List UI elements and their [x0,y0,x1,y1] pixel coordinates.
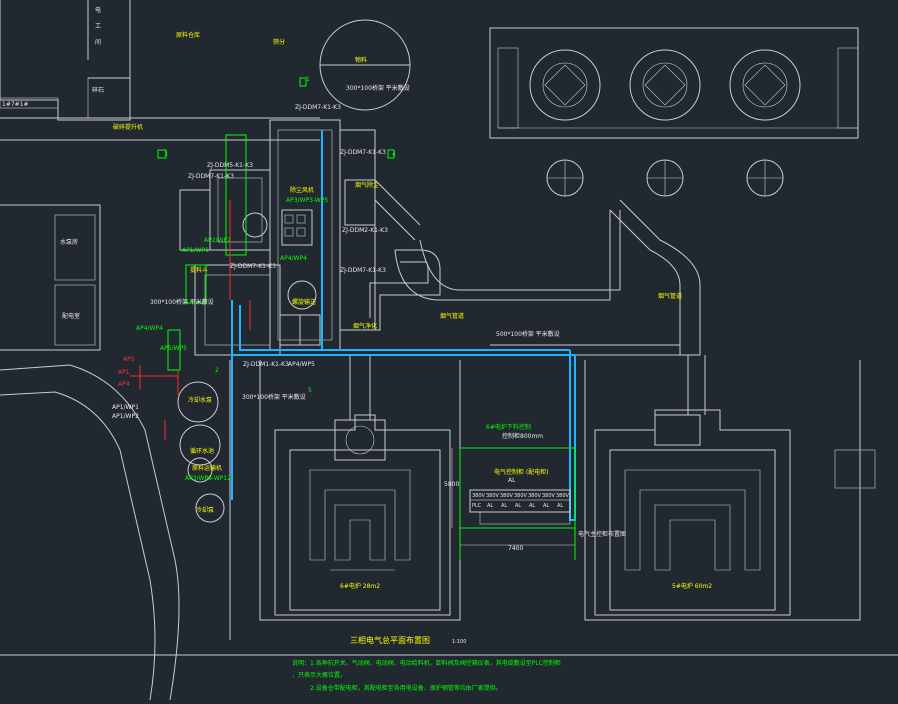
label-conv-b: 除尘风机 [290,187,315,194]
cable-trays [231,130,576,521]
mid-pipe-label: 烟气管道 [440,312,464,320]
label-conv-a: 破碎提升机 [113,124,144,131]
silo-unit-2 [629,49,701,197]
drawing-scale: 1:100 [452,639,467,645]
panel-cell-2: AL [487,503,494,509]
room-char-2: 工 [95,23,101,30]
left-room-a: 水泵房 [60,238,78,246]
label-top-a: 原料仓库 [176,32,201,39]
number-1: 1 [306,76,310,83]
callout-8: ZJ-DDM1-K1-K3 [243,361,289,368]
note-line-3: 2.设备仓带配电柜，其配电柜至各用电设备、保护钢管等均由厂家提供。 [310,685,502,692]
number-2: 2 [215,367,219,374]
panel-cell-3: AL [501,503,508,509]
room-char-1: 电 [95,6,101,14]
callout-1: ZJ-DDM7-K1-K3 [295,104,341,111]
callout-12: 500*100桥架 平米敷设 [496,331,560,338]
left-rooms: 水泵房 配电室 [0,204,180,701]
red-tag-ap5: AP5 [123,356,135,363]
panel-bottom-label: 电气主控柜布置图 [578,531,627,538]
panel-width: 7400 [508,545,524,552]
panel-cell-1: PLC [472,503,482,509]
callout-10: 300*100桥架 平米敷设 [242,394,306,401]
green-outlines [167,134,247,371]
control-panel [451,447,576,560]
tank-label-b: 循环水池 [190,447,214,455]
sub-panel-1: 380V [472,493,485,499]
label-conv-d: 螺旋输送 [292,299,317,306]
pump-label: 冷却泵 [196,506,214,514]
callout-ap4: AP4/WP4 [280,255,307,262]
panel-cell-6: AL [543,503,550,509]
silo-unit-3 [729,49,801,197]
furnace-large-label: 5#电炉 60m2 [672,582,712,590]
panel-cell-4: AL [515,503,522,509]
room-char-3: 间 [95,38,101,46]
number-3: 3 [164,151,168,158]
label-dust-b: 烟气净化 [353,323,378,330]
callout-2: ZJ-DDM5-K1-K3 [207,162,253,169]
panel-sub: AL [508,477,516,484]
callout-3: ZJ-DDM7-K1-K3 [188,173,234,180]
callout-ap2: AP2/WP2 [204,237,231,244]
drawing-title: 三相电气总平面布置图 [350,636,430,645]
panel-cell-5: AL [529,503,536,509]
callout-ap1b: AP1/WP1 [112,404,139,411]
callout-ap1c: AP1/WP2 [112,413,139,420]
callout-4: ZJ-DDM7-K1-K3 [340,149,386,156]
top-right-building [489,27,859,197]
callout-7: ZJ-DDM7-K1-K3 [340,267,386,274]
callout-6: ZJ-DDM7-K1-K3 [230,263,276,270]
label-top-c: 物料 [355,57,368,64]
callout-5: ZJ-DDM2-K1-K3 [342,227,388,234]
left-room-b: 配电室 [62,312,80,320]
tanks: 冷却水泵 循环水池 原料运输机 冷却泵 [177,381,225,523]
panel-cell-7: AL [557,503,564,509]
label-top-b: 筛分 [273,39,286,46]
panel-height: 5800 [444,481,460,488]
callout-ap3: AP3/WP3-WP5 [286,197,329,204]
left-top-label: 1#7#1# [2,101,29,108]
sub-panel-5: 380V [528,493,541,499]
room-small-label: 碎石 [92,86,104,94]
panel-dimension: 控制柜800mm [502,433,544,440]
green-tags [157,77,395,159]
panel-top-note: 6#电炉下料控制 [486,424,531,431]
label-dust-a: 烟气除尘 [355,182,380,189]
sub-panel-6: 380V [542,493,555,499]
right-pipe-label: 烟气管道 [658,292,682,300]
callout-ap5: AP5/WP5 [160,345,187,352]
sub-panel-4: 380V [514,493,527,499]
callout-ap1: AP1/WP1 [182,247,209,254]
sub-panel-2: 380V [486,493,499,499]
callout-11: 300*100桥架 平米敷设 [150,299,214,306]
number-5: 5 [308,387,312,394]
note-line-1: 说明：1.各种抗开关、气动阀、电动阀、电动给料机、卸料阀及阀控箱仪表，其电缆敷设… [292,660,561,667]
note-line-2: ，只表示大概位置。 [292,672,347,679]
label-conv-c: 提料斗 [190,267,209,274]
number-4: 4 [392,151,396,158]
callout-tray-top: 300*100桥架 平米敷设 [346,85,410,92]
tank-label-a: 冷却水泵 [188,396,212,404]
panel-title: 电气控制柜 (配电柜) [494,469,549,476]
duct-system: 烟气管道 烟气管道 [345,199,701,356]
red-tag-ap4: AP4 [118,381,130,388]
furnace-large: 5#电炉 60m2 [584,355,876,621]
callout-ap4b: AP4/WP4 [136,325,163,332]
electrical-room: 电 工 间 碎石 1#7#1# [0,0,320,141]
tank-label-c: 原料运输机 [192,464,222,472]
red-markers [130,200,251,440]
sub-panel-3: 380V [500,493,513,499]
callout-ap3b: AP3/WP9-WP12 [185,475,232,482]
silo-unit-1 [529,49,601,197]
furnace-small-label: 6#电炉 28m2 [340,582,380,590]
sub-panel-7: 380V [556,493,569,499]
red-tag-ap1: AP1 [118,369,130,376]
callout-9: AP4/WP5 [288,361,315,368]
